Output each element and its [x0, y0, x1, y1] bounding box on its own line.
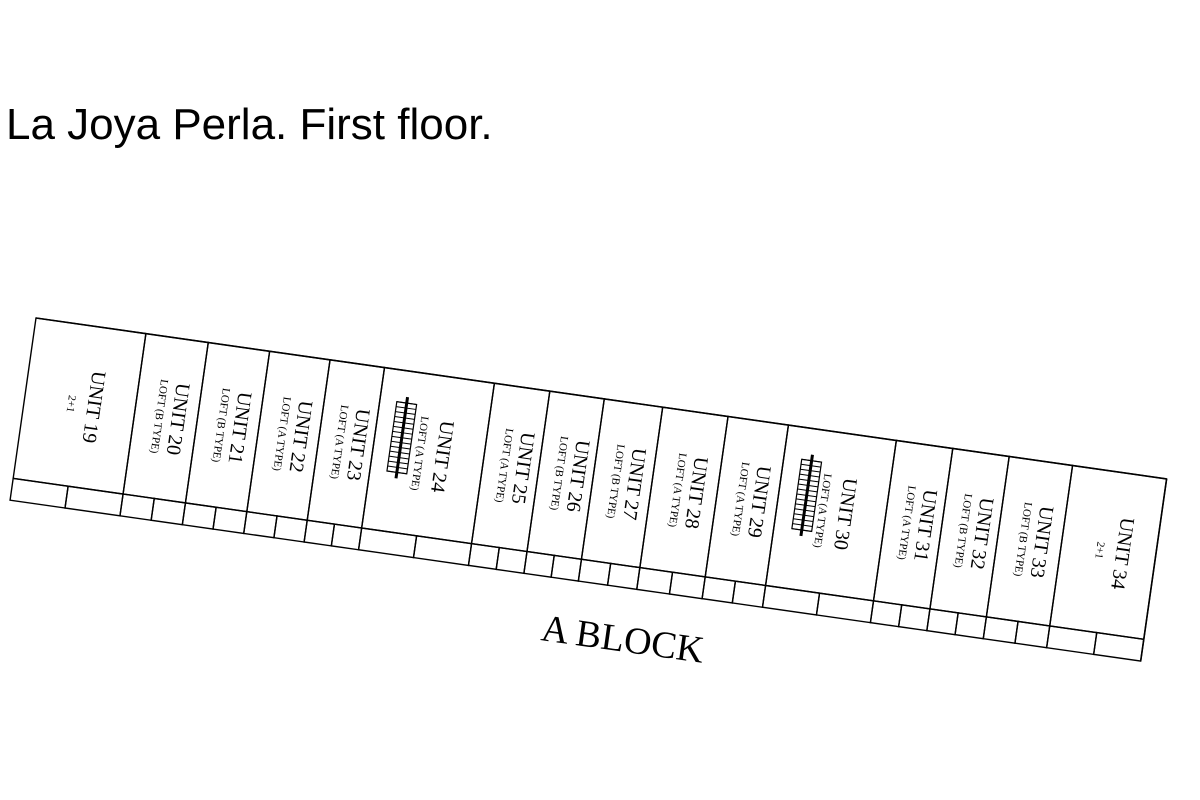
- balcony-section: [982, 616, 1019, 644]
- unit-outline: [929, 447, 1010, 618]
- unit-outline: [639, 406, 729, 578]
- balcony-section: [926, 608, 959, 636]
- balcony-section: [897, 604, 931, 632]
- balcony-section: [577, 558, 612, 586]
- unit-outline: [704, 415, 790, 587]
- unit-label: UNIT 192+1: [64, 370, 110, 445]
- unit-outline: [12, 317, 147, 495]
- unit-outline: [470, 382, 551, 553]
- balcony-section: [357, 527, 418, 559]
- balcony-section: [954, 612, 988, 640]
- balcony-section: [181, 502, 217, 530]
- balcony-section: [1014, 620, 1051, 649]
- balcony-section: [467, 542, 501, 571]
- balcony-section: [815, 592, 875, 624]
- balcony-section: [523, 550, 556, 578]
- unit-outline: [306, 359, 386, 529]
- balcony-section: [9, 477, 69, 509]
- staircase-icon: [791, 454, 823, 537]
- unit-outline: [184, 341, 271, 513]
- balcony-section: [1092, 631, 1145, 662]
- unit-outline: [872, 439, 954, 610]
- unit-name: UNIT 34: [1106, 516, 1138, 591]
- balcony-section: [412, 535, 473, 567]
- balcony-section: [701, 576, 737, 604]
- balcony-section: [273, 515, 309, 543]
- building-end-wall: [1139, 478, 1168, 662]
- unit-outline: [526, 390, 606, 561]
- unit-type: 2+1: [64, 394, 78, 413]
- balcony-section: [150, 497, 187, 526]
- unit-label: UNIT 342+1: [1092, 516, 1138, 591]
- balcony-section: [64, 485, 124, 517]
- unit-outline: [246, 350, 331, 522]
- unit-outline: [1048, 464, 1168, 641]
- unit-outline: [985, 455, 1074, 627]
- balcony-section: [635, 566, 674, 595]
- page-title: La Joya Perla. First floor.: [6, 100, 493, 149]
- balcony-section: [330, 523, 363, 551]
- balcony-section: [869, 600, 903, 628]
- balcony-section: [761, 584, 821, 616]
- unit-type: LOFT (A TYPE): [408, 415, 430, 491]
- balcony-section: [668, 571, 706, 600]
- balcony-section: [303, 519, 336, 547]
- balcony-section: [495, 546, 528, 575]
- unit-outline: [122, 332, 210, 504]
- staircase-icon: [386, 396, 418, 479]
- balcony-section: [550, 554, 583, 582]
- unit-type: 2+1: [1092, 541, 1106, 560]
- balcony-section: [606, 562, 641, 591]
- balcony-section: [242, 510, 278, 539]
- balcony-section: [731, 580, 767, 609]
- unit-outline: [360, 366, 496, 545]
- unit-name: UNIT 30: [829, 477, 861, 552]
- unit-name: UNIT 24: [426, 419, 458, 494]
- balcony-section: [1045, 625, 1098, 656]
- block-label: A BLOCK: [539, 607, 707, 671]
- balcony-section: [212, 506, 248, 535]
- unit-outline: [580, 398, 664, 569]
- unit-name: UNIT 19: [78, 370, 110, 445]
- balcony-section: [119, 493, 156, 522]
